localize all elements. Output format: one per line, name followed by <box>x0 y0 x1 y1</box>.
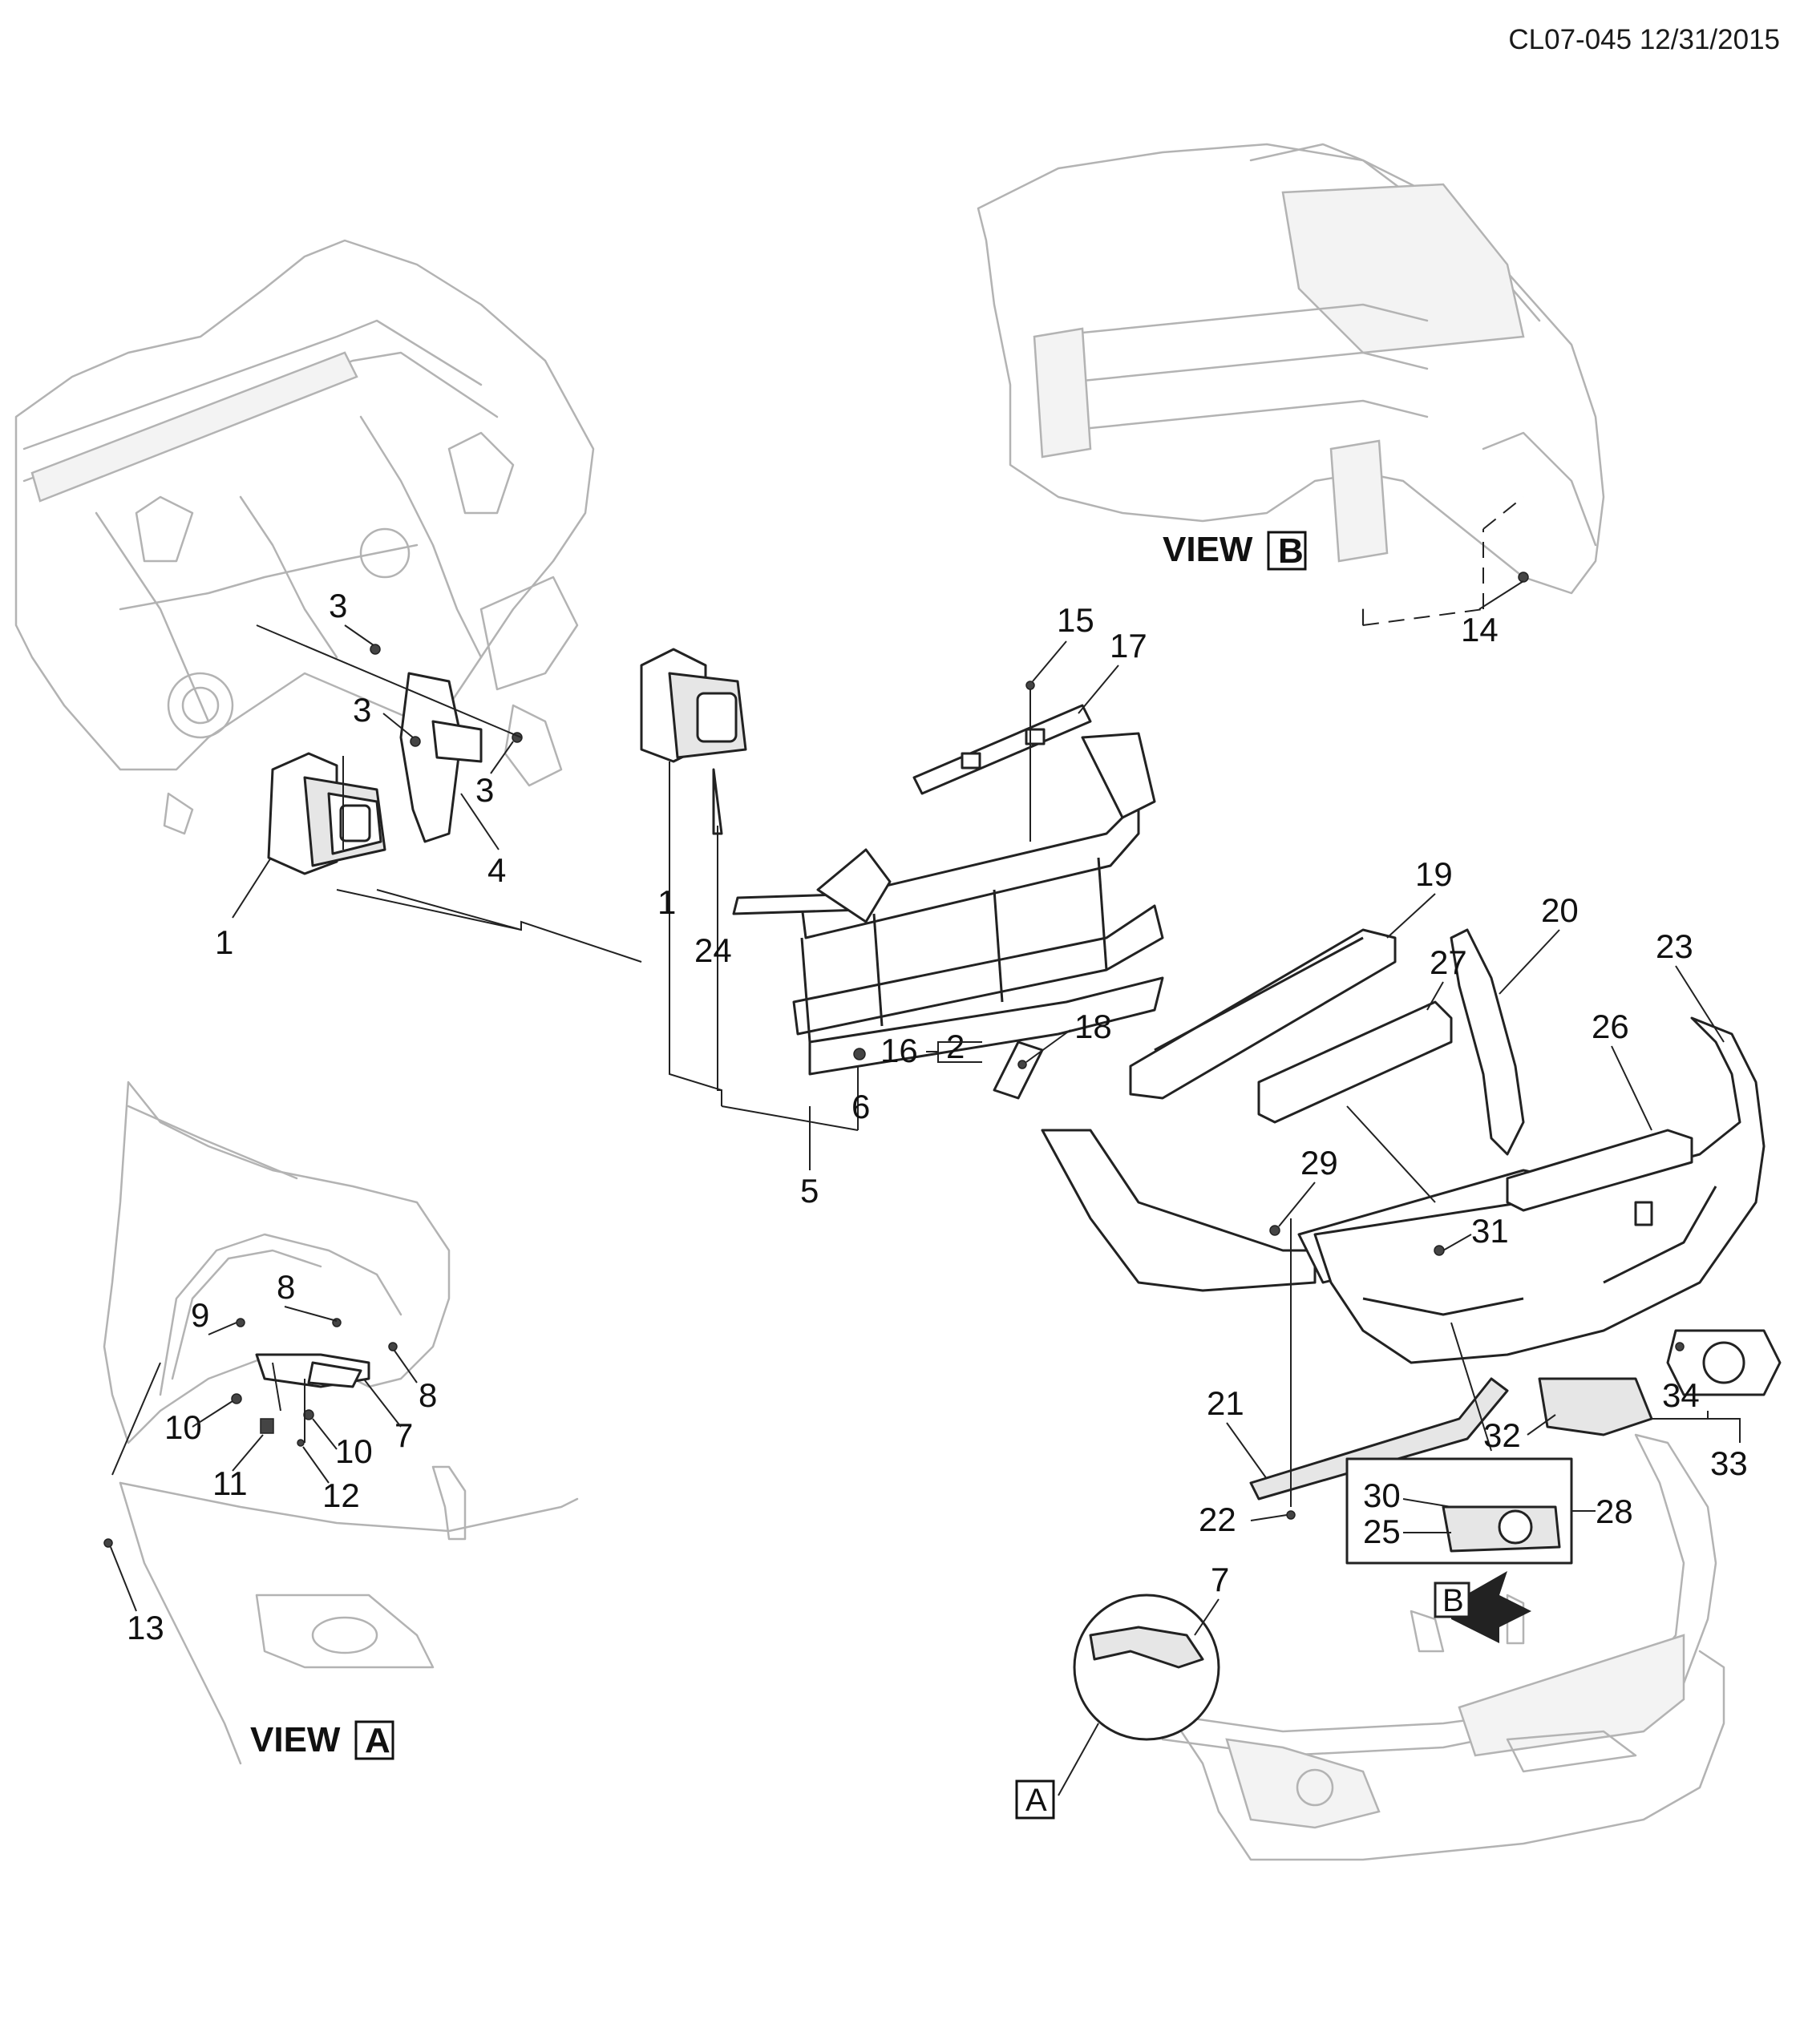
svg-text:B: B <box>1278 531 1304 571</box>
svg-text:A: A <box>365 1721 390 1760</box>
bumper-fascia-23 <box>1313 1016 1766 1364</box>
view-a-illustration <box>103 1081 579 1765</box>
callout-33: 33 <box>1710 1444 1748 1482</box>
bolt-6 <box>853 1048 866 1060</box>
callout-19: 19 <box>1415 855 1453 893</box>
crash-box-right <box>640 648 747 763</box>
upper-tie-bar-cover-17 <box>912 704 1092 795</box>
detail-circle-7b <box>1073 1594 1220 1741</box>
callout-1a: 1 <box>215 923 233 961</box>
callout-3b: 3 <box>353 691 371 729</box>
callout-29: 29 <box>1300 1144 1338 1182</box>
callout-31: 31 <box>1471 1212 1509 1250</box>
callout-leaders <box>110 580 1725 1636</box>
callout-25: 25 <box>1363 1513 1401 1550</box>
fog-bezel-33 <box>1666 1329 1782 1396</box>
callout-34: 34 <box>1662 1376 1700 1414</box>
svg-text:A: A <box>1025 1783 1047 1818</box>
view-b-arrow <box>1434 1571 1531 1643</box>
clip-29 <box>1269 1225 1280 1236</box>
callout-23: 23 <box>1656 927 1693 965</box>
nut-3a <box>370 644 381 655</box>
view-a-reference: A <box>1015 1779 1055 1820</box>
callout-22: 22 <box>1199 1501 1236 1538</box>
absorber-27 <box>1257 1000 1453 1124</box>
bumper-bracket-7a <box>255 1353 370 1388</box>
callout-10b: 10 <box>335 1432 373 1470</box>
fog-assembly-28-box <box>1345 1457 1573 1565</box>
callout-6: 6 <box>851 1088 870 1125</box>
clip-8b <box>388 1342 398 1351</box>
bolt-14 <box>1518 572 1529 583</box>
callout-24: 24 <box>694 931 732 969</box>
screw-18 <box>1017 1060 1027 1069</box>
assembled-bumper-illustration <box>1081 1433 1725 1861</box>
callout-11: 11 <box>212 1464 248 1502</box>
callout-20: 20 <box>1541 891 1579 929</box>
bumper-reinforcement-24 <box>712 768 1164 1076</box>
view-b-illustration <box>977 143 1605 627</box>
callout-26: 26 <box>1592 1008 1629 1045</box>
callout-15: 15 <box>1057 601 1094 639</box>
callout-2: 2 <box>946 1028 965 1065</box>
callout-8a: 8 <box>277 1268 295 1306</box>
nut-3b <box>410 736 421 747</box>
callout-13: 13 <box>127 1609 164 1646</box>
bracket-2 <box>993 1040 1044 1100</box>
callout-28: 28 <box>1596 1493 1633 1530</box>
screw-34 <box>1675 1342 1685 1351</box>
view-b-label: VIEW B <box>1163 530 1307 571</box>
callout-17: 17 <box>1110 627 1147 665</box>
callout-5: 5 <box>800 1172 819 1210</box>
callout-16: 16 <box>880 1032 918 1069</box>
diagram-code: CL07-045 12/31/2015 <box>1508 24 1780 55</box>
front-structure-illustration <box>14 239 595 835</box>
svg-text:VIEW: VIEW <box>250 1720 341 1759</box>
callout-18: 18 <box>1074 1008 1112 1045</box>
nut-10a <box>231 1393 242 1404</box>
svg-text:VIEW: VIEW <box>1163 530 1253 569</box>
nut-11 <box>260 1418 274 1434</box>
fascia-support-20 <box>1450 928 1525 1156</box>
fog-bezel-32 <box>1538 1377 1653 1436</box>
callout-4: 4 <box>487 851 506 889</box>
callout-9: 9 <box>191 1296 209 1334</box>
clip-9 <box>236 1318 245 1327</box>
callout-14: 14 <box>1461 611 1499 648</box>
callout-21: 21 <box>1207 1384 1244 1422</box>
callout-30: 30 <box>1363 1476 1401 1514</box>
crash-box-left <box>267 752 386 875</box>
callout-3c: 3 <box>475 771 494 809</box>
view-a-label: VIEW A <box>250 1720 394 1760</box>
lower-molding-21 <box>1249 1377 1509 1501</box>
screw-22 <box>1286 1510 1296 1520</box>
callout-7b: 7 <box>1211 1561 1229 1598</box>
clip-31 <box>1434 1245 1445 1256</box>
screw-15 <box>1025 681 1035 690</box>
radiator-support-frame <box>732 732 1156 1043</box>
callout-8b: 8 <box>419 1376 437 1414</box>
callout-1b: 1 <box>657 883 676 921</box>
energy-absorber-19 <box>1129 928 1397 1100</box>
callout-3a: 3 <box>329 587 347 624</box>
screw-12 <box>297 1439 305 1447</box>
callout-32: 32 <box>1483 1416 1521 1454</box>
view-b-arrow-letter: B <box>1442 1583 1464 1618</box>
screw-13 <box>103 1538 113 1548</box>
grille-26 <box>1506 1129 1693 1226</box>
callout-27: 27 <box>1430 943 1467 981</box>
bracket-4 <box>399 672 483 843</box>
callout-10a: 10 <box>164 1408 202 1446</box>
